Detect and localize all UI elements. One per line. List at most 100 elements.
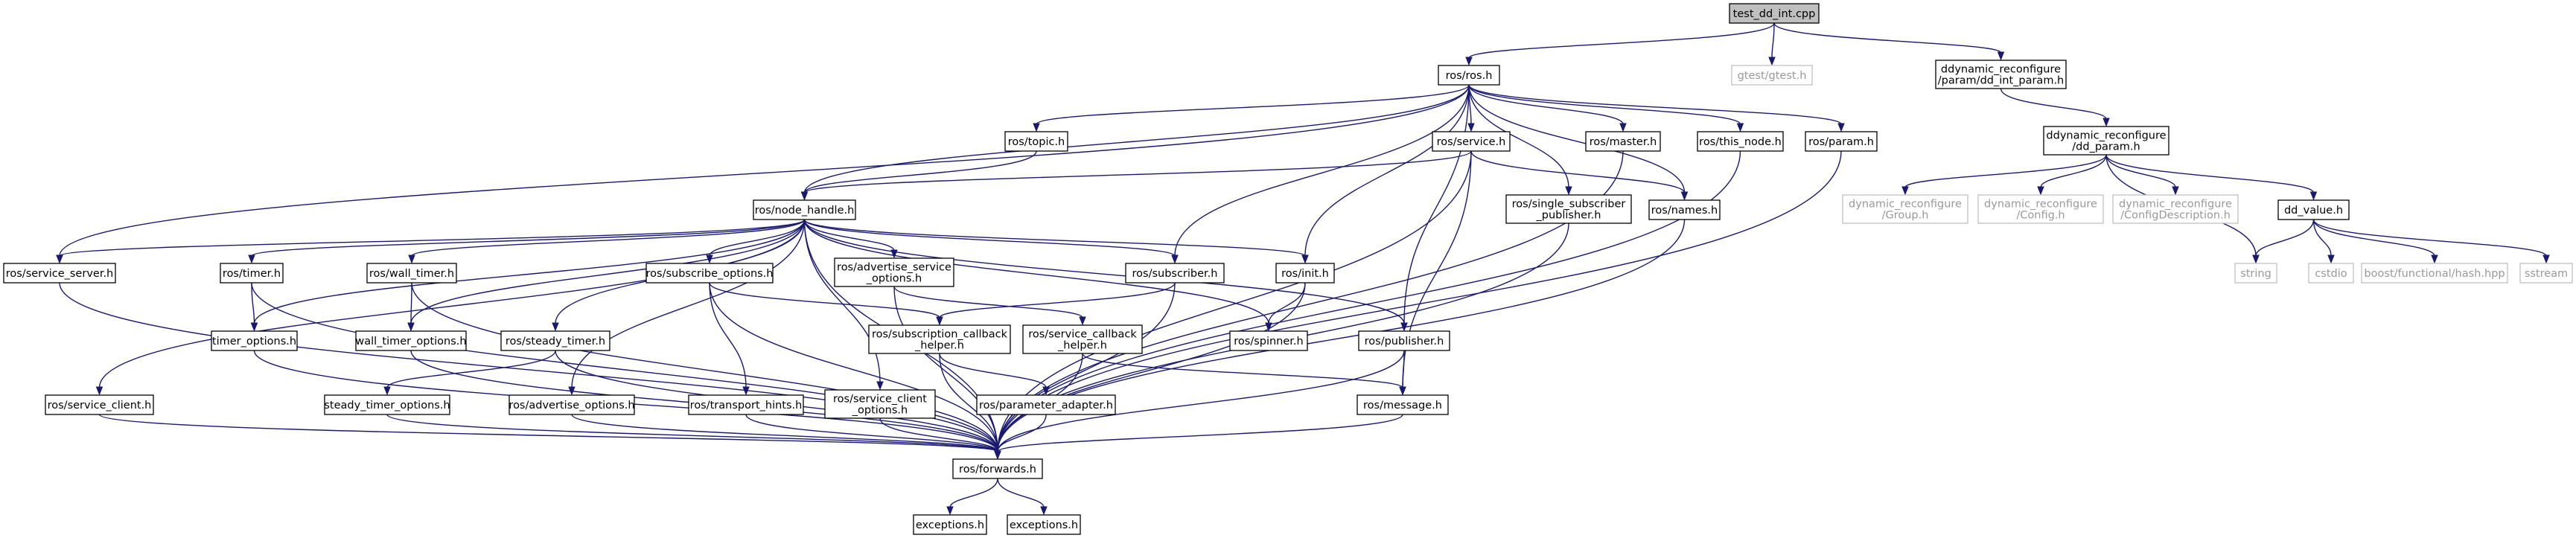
edge-line	[803, 219, 1269, 324]
node-box	[2277, 199, 2350, 220]
node-exceptions-1[interactable]: exceptions.h	[913, 514, 987, 535]
node-label: ros/parameter_adapter.h	[979, 400, 1113, 411]
edge-dd-param-to-dd-value	[2105, 154, 2318, 201]
arrowhead	[1837, 123, 1845, 132]
node-ros-spinner[interactable]: ros/spinner.h	[1229, 330, 1308, 351]
edge-ros-timer-to-timer-options	[250, 282, 258, 332]
edge-ros-service-client-options-to-ros-forwards	[879, 417, 1001, 460]
node-label: dynamic_reconfigure	[2119, 199, 2232, 211]
edge-line	[997, 282, 1176, 452]
edge-line	[893, 286, 998, 452]
node-label: /Group.h	[1882, 210, 1929, 222]
edge-line	[2040, 154, 2107, 188]
edge-line	[997, 478, 1045, 508]
node-ros-service-client-options[interactable]: ros/service_client_options.h	[824, 389, 936, 419]
node-test-dd-int[interactable]: test_dd_int.cpp	[1729, 3, 1820, 24]
node-ros-node-handle[interactable]: ros/node_handle.h	[753, 199, 856, 220]
node-label: ros/service_callback	[1028, 329, 1137, 341]
node-ros-advertise-options[interactable]: ros/advertise_options.h	[508, 394, 635, 415]
node-ros-single-subscriber-publisher[interactable]: ros/single_subscriber_publisher.h	[1505, 194, 1632, 224]
node-label: _helper.h	[914, 340, 964, 352]
node-box	[1505, 194, 1632, 224]
node-ros-service[interactable]: ros/service.h	[1432, 131, 1511, 152]
node-ros-init[interactable]: ros/init.h	[1275, 263, 1335, 284]
edge-line	[2105, 154, 2176, 188]
node-ros-publisher[interactable]: ros/publisher.h	[1358, 330, 1450, 351]
edge-ros-init-to-ros-spinner	[1265, 282, 1306, 332]
edge-line	[1468, 22, 1775, 59]
edge-ros-subscribe-options-to-ros-transport-hints	[709, 282, 750, 396]
node-label: ros/forwards.h	[959, 464, 1036, 475]
edge-line	[803, 219, 1176, 257]
node-string: string	[2234, 263, 2277, 284]
node-label: boost/functional/hash.hpp	[2364, 268, 2505, 280]
node-ros-this-node[interactable]: ros/this_node.h	[1697, 131, 1784, 152]
node-ros-service-client[interactable]: ros/service_client.h	[45, 394, 154, 415]
node-dr-config: dynamic_reconfigure/Config.h	[1977, 194, 2104, 224]
node-layer: test_dd_int.cpp ros/ros.h gtest/gtest.h ddy…	[3, 3, 2573, 535]
node-ros-advertise-service-options[interactable]: ros/advertise_service_options.h	[834, 257, 954, 287]
node-dd-value[interactable]: dd_value.h	[2277, 199, 2350, 220]
node-box	[753, 199, 856, 220]
node-label: ros/timer.h	[223, 268, 281, 280]
edge-line	[803, 219, 1306, 257]
node-wall-timer-options[interactable]: wall_timer_options.h	[355, 330, 467, 351]
arrowhead	[1736, 123, 1744, 132]
node-boost-hash: boost/functional/hash.hpp	[2361, 263, 2508, 284]
node-box	[1275, 263, 1335, 284]
node-ros-subscription-callback-helper[interactable]: ros/subscription_callback_helper.h	[868, 324, 1011, 354]
edge-ros-timer-to-ros-forwards	[251, 282, 1001, 460]
node-ros-service-callback-helper[interactable]: ros/service_callback_helper.h	[1022, 324, 1143, 354]
edge-ros-ros-to-ros-param	[1468, 84, 1845, 132]
node-ros-ros[interactable]: ros/ros.h	[1438, 65, 1500, 86]
edge-ros-ros-to-ros-single-subscriber-publisher	[1468, 84, 1572, 196]
node-ros-wall-timer[interactable]: ros/wall_timer.h	[366, 263, 457, 284]
edge-line	[803, 219, 881, 383]
arrowhead	[2327, 254, 2335, 264]
edge-line	[571, 219, 806, 388]
node-box	[355, 330, 467, 351]
node-box	[1842, 194, 1968, 224]
node-ros-names[interactable]: ros/names.h	[1648, 199, 1721, 220]
node-box	[1585, 131, 1661, 152]
node-label: ros/subscribe_options.h	[646, 268, 774, 280]
arrowhead	[1467, 123, 1475, 132]
node-exceptions-2[interactable]: exceptions.h	[1007, 514, 1081, 535]
edge-line	[949, 478, 998, 508]
edge-line	[1268, 282, 1306, 324]
edge-line	[997, 350, 1405, 452]
node-ros-forwards[interactable]: ros/forwards.h	[952, 458, 1043, 479]
node-ros-master[interactable]: ros/master.h	[1585, 131, 1661, 152]
edge-line	[997, 414, 1047, 452]
node-box	[211, 330, 298, 351]
node-ros-param[interactable]: ros/param.h	[1805, 131, 1878, 152]
node-dd-int-param[interactable]: ddynamic_reconfigure/param/dd_int_param.…	[1935, 60, 2067, 89]
node-gtest: gtest/gtest.h	[1731, 65, 1813, 86]
node-label: ddynamic_reconfigure	[2046, 130, 2166, 142]
edge-ros-advertise-service-options-to-ros-service-callback-helper	[893, 286, 1086, 326]
edge-ros-ros-to-ros-subscriber	[1171, 84, 1470, 264]
arrowhead	[2172, 186, 2179, 196]
node-ros-subscribe-options[interactable]: ros/subscribe_options.h	[645, 263, 774, 284]
node-steady-timer-options[interactable]: steady_timer_options.h	[324, 394, 450, 415]
edge-line	[709, 282, 940, 318]
node-label: timer_options.h	[212, 336, 296, 348]
node-box	[1697, 131, 1784, 152]
arrowhead	[876, 381, 884, 391]
node-ros-topic[interactable]: ros/topic.h	[1004, 131, 1068, 152]
edge-line	[1174, 84, 1470, 257]
node-box	[2234, 263, 2277, 284]
edge-line	[997, 150, 1842, 452]
node-ros-service-server[interactable]: ros/service_server.h	[3, 263, 116, 284]
node-ros-steady-timer[interactable]: ros/steady_timer.h	[500, 330, 610, 351]
node-ros-transport-hints[interactable]: ros/transport_hints.h	[688, 394, 804, 415]
node-ros-timer[interactable]: ros/timer.h	[220, 263, 284, 284]
node-label: ros/single_subscriber	[1512, 199, 1626, 211]
edge-line	[251, 282, 998, 452]
node-timer-options[interactable]: timer_options.h	[211, 330, 298, 351]
node-ros-parameter-adapter[interactable]: ros/parameter_adapter.h	[976, 394, 1116, 415]
node-ros-subscriber[interactable]: ros/subscriber.h	[1125, 263, 1225, 284]
edge-line	[2000, 88, 2107, 120]
node-dd-param[interactable]: ddynamic_reconfigure/dd_param.h	[2043, 126, 2169, 156]
node-ros-message[interactable]: ros/message.h	[1356, 394, 1449, 415]
